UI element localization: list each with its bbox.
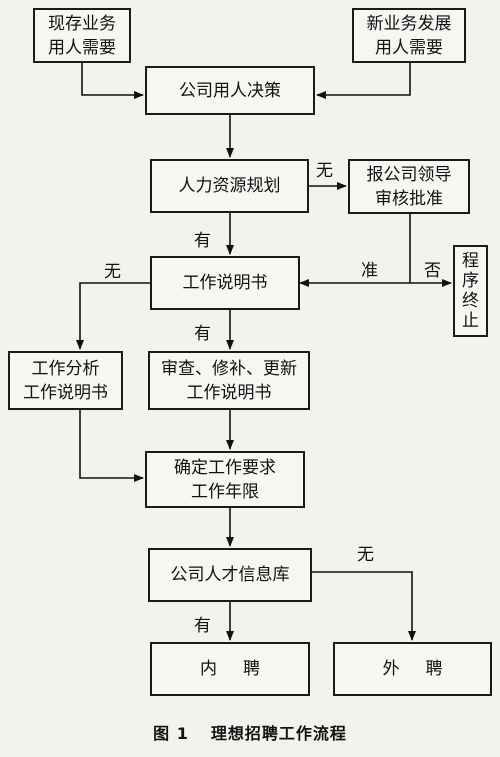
node-job-description-label: 工作说明书 <box>182 273 268 293</box>
node-terminate-char3: 终 <box>462 291 479 311</box>
arrow-db-to-external <box>312 571 416 641</box>
label-no-jd: 无 <box>104 262 121 282</box>
node-external-label: 外聘 <box>382 659 469 679</box>
node-existing-need: 现存业务 用人需要 <box>33 8 131 63</box>
node-decision-label: 公司用人决策 <box>179 80 281 101</box>
node-job-description: 工作说明书 <box>150 256 300 310</box>
node-internal-label: 内聘 <box>200 659 286 679</box>
figure-title: 理想招聘工作流程 <box>210 724 347 743</box>
node-new-need: 新业务发展 用人需要 <box>352 8 466 63</box>
arrow-analysis-to-requirements <box>79 410 144 482</box>
node-new-need-line2: 用人需要 <box>375 37 443 58</box>
node-hr-planning-label: 人力资源规划 <box>178 176 281 196</box>
label-has-talent: 有 <box>194 616 211 636</box>
node-existing-need-line2: 用人需要 <box>48 37 116 58</box>
label-no-planning: 无 <box>316 161 333 181</box>
node-review-update-line2: 工作说明书 <box>186 382 272 403</box>
node-job-analysis-line2: 工作说明书 <box>23 382 108 403</box>
node-terminate-char2: 序 <box>462 271 479 291</box>
node-review-update-line1: 审查、修补、更新 <box>161 358 297 379</box>
node-hr-planning: 人力资源规划 <box>150 159 309 213</box>
node-requirements: 确定工作要求 工作年限 <box>145 451 305 508</box>
node-external: 外聘 <box>333 642 492 696</box>
node-talent-db-label: 公司人才信息库 <box>170 565 290 585</box>
label-no-talent: 无 <box>357 545 374 565</box>
node-terminate: 程 序 终 止 <box>453 245 488 337</box>
node-terminate-char1: 程 <box>462 251 479 271</box>
node-job-analysis: 工作分析 工作说明书 <box>8 351 123 410</box>
figure-caption: 图 1 理想招聘工作流程 <box>0 720 500 744</box>
node-requirements-line2: 工作年限 <box>191 481 259 502</box>
node-report-approval: 报公司领导 审核批准 <box>348 159 470 214</box>
node-report-approval-line1: 报公司领导 <box>366 164 452 185</box>
arrow-jd-to-analysis <box>76 282 150 350</box>
figure-number: 图 1 <box>153 724 189 743</box>
node-report-approval-line2: 审核批准 <box>375 188 443 209</box>
node-job-analysis-line1: 工作分析 <box>31 358 100 379</box>
arrow-new-to-decision <box>316 63 411 99</box>
label-has-planning: 有 <box>194 231 211 251</box>
node-talent-db: 公司人才信息库 <box>148 548 312 602</box>
node-new-need-line1: 新业务发展 <box>366 13 452 34</box>
node-existing-need-line1: 现存业务 <box>48 13 116 34</box>
label-approve: 准 <box>361 261 378 281</box>
node-terminate-char4: 止 <box>462 311 479 331</box>
node-review-update: 审查、修补、更新 工作说明书 <box>148 351 310 410</box>
label-reject: 否 <box>424 261 441 281</box>
node-decision: 公司用人决策 <box>145 66 315 115</box>
node-requirements-line1: 确定工作要求 <box>174 457 276 478</box>
label-has-jd: 有 <box>194 324 211 344</box>
node-internal: 内聘 <box>150 642 310 696</box>
arrow-existing-to-decision <box>81 63 144 99</box>
